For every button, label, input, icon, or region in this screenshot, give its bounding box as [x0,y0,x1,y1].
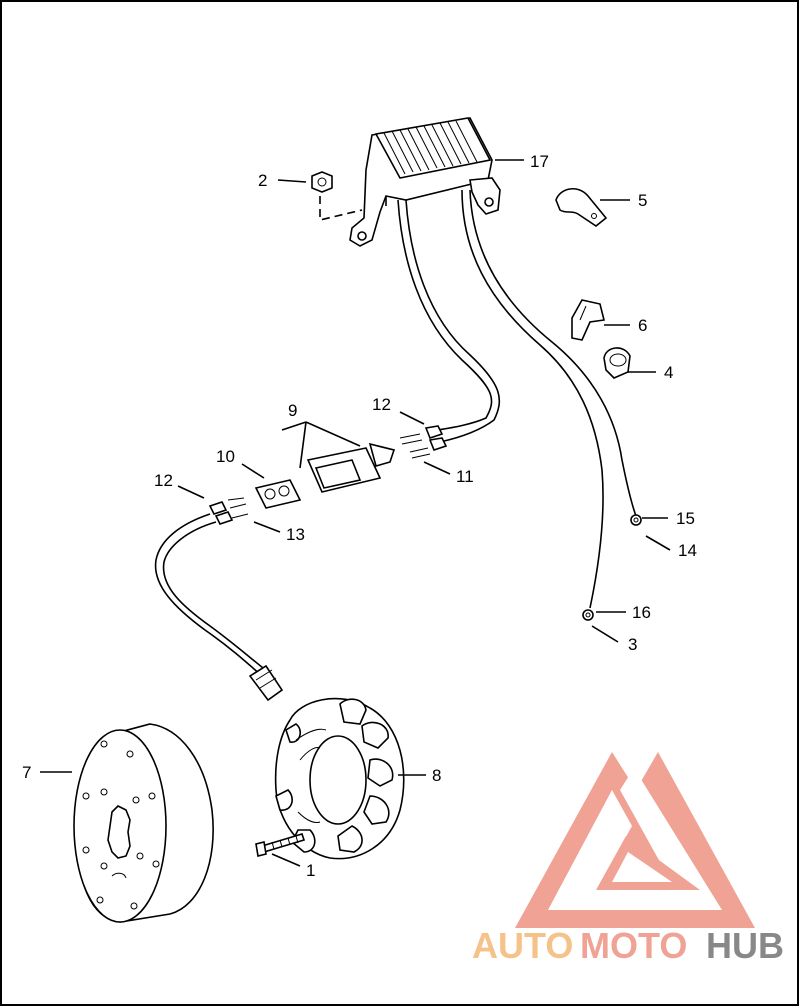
cable-clip [555,188,608,227]
callout-9: 9 [288,401,297,420]
stator [274,697,405,860]
ring-terminal-15 [630,514,642,526]
callout-4: 4 [664,363,673,382]
leader-lines [40,159,671,867]
watermark-auto: AUTO [472,925,573,966]
stator-wire [154,513,284,702]
watermark-logo [515,752,755,928]
bolt [255,833,306,857]
socket-terminals-lower [208,497,249,525]
stator-poles [275,698,394,853]
callout-14: 14 [678,541,697,560]
callout-12-upper: 12 [372,395,391,414]
callout-6: 6 [638,316,647,335]
strap-clip [571,299,605,341]
callout-13: 13 [286,525,305,544]
socket-terminals-upper [399,425,448,459]
callout-2: 2 [258,171,267,190]
callout-11: 11 [456,467,474,486]
nut [311,171,363,222]
callout-7: 7 [22,763,31,782]
callout-labels: 2 17 5 6 4 9 12 10 11 12 13 15 14 16 3 7… [22,152,697,880]
callout-3: 3 [628,635,637,654]
callout-12-lower: 12 [154,471,173,490]
callout-1: 1 [306,861,315,880]
watermark-hub: HUB [706,925,784,966]
connector-housing [254,442,396,509]
callout-8: 8 [432,766,441,785]
callout-15: 15 [676,509,695,528]
watermark-moto: MOTO [580,925,687,966]
callout-10: 10 [216,447,235,466]
cable-tie [603,347,631,379]
callout-16: 16 [632,603,651,622]
regulator-wires [397,189,637,609]
callout-17: 17 [530,152,549,171]
rotor [73,723,214,923]
callout-5: 5 [638,191,647,210]
rotor-holes [82,740,160,910]
watermark-text: AUTO MOTO HUB [472,925,784,966]
voltage-regulator [349,117,501,247]
ring-terminal-16 [582,609,594,621]
